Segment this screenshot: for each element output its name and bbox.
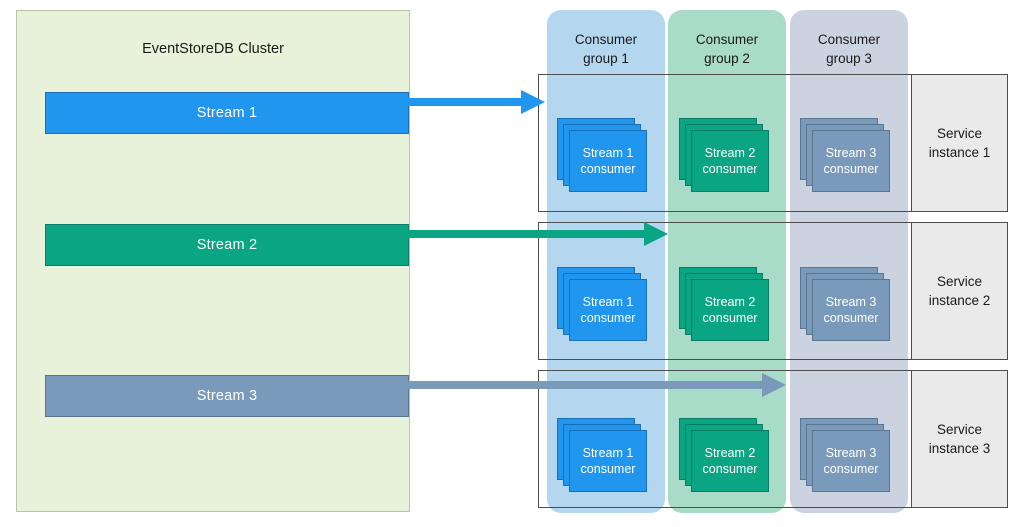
service-instance-row-1: Service instance 1	[538, 74, 1008, 212]
service-instance-2-label: Service instance 2	[911, 223, 1007, 359]
consumer-stack-g2-r3[interactable]: Stream 2 consumer	[679, 418, 769, 492]
consumer-stack-g1-r1[interactable]: Stream 1 consumer	[557, 118, 647, 192]
consumer-card-front[interactable]: Stream 2 consumer	[691, 279, 769, 341]
cluster-title: EventStoreDB Cluster	[142, 41, 284, 57]
arrow-shaft	[392, 98, 523, 106]
stream-bar-3-label: Stream 3	[196, 388, 258, 404]
consumer-group-3-title: Consumer group 3	[817, 32, 881, 66]
consumer-stack-g3-r3[interactable]: Stream 3 consumer	[800, 418, 890, 492]
consumer-stack-g1-r3[interactable]: Stream 1 consumer	[557, 418, 647, 492]
consumer-card-front[interactable]: Stream 3 consumer	[812, 430, 890, 492]
consumer-card-front[interactable]: Stream 3 consumer	[812, 130, 890, 192]
arrow-shaft	[392, 381, 764, 389]
service-instance-row-2: Service instance 2	[538, 222, 1008, 360]
stream-bar-2-label: Stream 2	[196, 237, 258, 253]
eventstoredb-cluster: EventStoreDB Cluster Stream 1 Stream 2 S…	[16, 10, 410, 512]
consumer-stack-g3-r2[interactable]: Stream 3 consumer	[800, 267, 890, 341]
consumer-stack-g1-r2[interactable]: Stream 1 consumer	[557, 267, 647, 341]
consumer-card-front[interactable]: Stream 1 consumer	[569, 279, 647, 341]
consumer-group-1-title: Consumer group 1	[574, 32, 638, 66]
consumer-group-2-title: Consumer group 2	[695, 32, 759, 66]
service-instance-1-label: Service instance 1	[911, 75, 1007, 211]
arrow-head-icon	[762, 373, 786, 397]
service-instance-row-3: Service instance 3	[538, 370, 1008, 508]
stream-bar-1[interactable]: Stream 1	[45, 92, 409, 134]
consumer-stack-g2-r1[interactable]: Stream 2 consumer	[679, 118, 769, 192]
consumer-card-front[interactable]: Stream 2 consumer	[691, 130, 769, 192]
arrow-shaft	[392, 230, 646, 238]
arrow-head-icon	[644, 222, 668, 246]
consumer-card-front[interactable]: Stream 3 consumer	[812, 279, 890, 341]
service-instance-3-label: Service instance 3	[911, 371, 1007, 507]
consumer-card-front[interactable]: Stream 2 consumer	[691, 430, 769, 492]
consumer-card-front[interactable]: Stream 1 consumer	[569, 130, 647, 192]
stream-bar-3[interactable]: Stream 3	[45, 375, 409, 417]
arrow-head-icon	[521, 90, 545, 114]
consumer-stack-g2-r2[interactable]: Stream 2 consumer	[679, 267, 769, 341]
consumer-card-front[interactable]: Stream 1 consumer	[569, 430, 647, 492]
stream-bar-2[interactable]: Stream 2	[45, 224, 409, 266]
stream-bar-1-label: Stream 1	[196, 105, 258, 121]
consumer-stack-g3-r1[interactable]: Stream 3 consumer	[800, 118, 890, 192]
